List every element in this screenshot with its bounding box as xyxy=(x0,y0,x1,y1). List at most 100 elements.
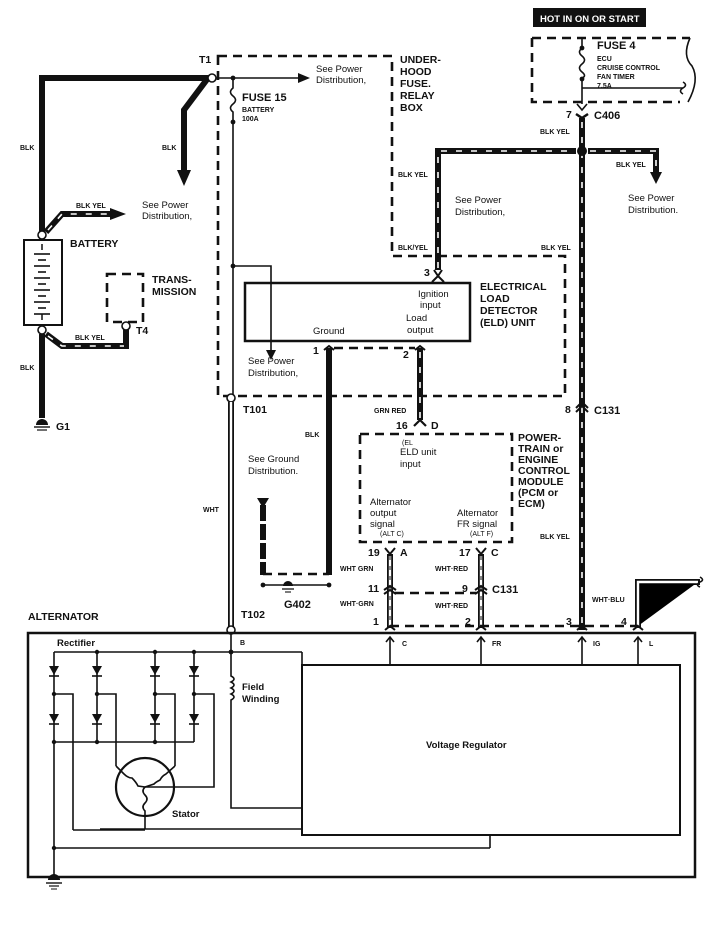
svg-text:Distribution,: Distribution, xyxy=(455,207,505,218)
svg-text:See Ground: See Ground xyxy=(248,454,299,465)
svg-text:BLK YEL: BLK YEL xyxy=(76,203,107,210)
svg-text:BLK YEL: BLK YEL xyxy=(616,162,647,169)
svg-text:Ignition: Ignition xyxy=(418,289,449,300)
svg-text:(ALT F): (ALT F) xyxy=(470,531,493,538)
svg-text:CONTROL: CONTROL xyxy=(518,465,570,477)
svg-text:WHT GRN: WHT GRN xyxy=(340,566,373,573)
svg-text:ECU: ECU xyxy=(597,56,612,63)
svg-text:MODULE: MODULE xyxy=(518,476,564,488)
fuse4-label: FUSE 4 xyxy=(597,40,636,52)
svg-text:8: 8 xyxy=(565,404,571,416)
svg-text:ECM): ECM) xyxy=(518,498,545,510)
svg-text:Distribution,: Distribution, xyxy=(316,75,366,86)
svg-text:C131: C131 xyxy=(594,405,620,417)
arrow-right-icon xyxy=(298,73,310,83)
wire-blk-yel-left-branch[interactable] xyxy=(435,148,576,270)
svg-text:4: 4 xyxy=(621,616,627,628)
svg-text:FAN TIMER: FAN TIMER xyxy=(597,74,635,81)
svg-text:WHT·BLU: WHT·BLU xyxy=(592,597,625,604)
svg-text:(ALT C): (ALT C) xyxy=(380,531,404,538)
svg-text:WHT·RED: WHT·RED xyxy=(435,603,468,610)
wire-blk-yel-battery[interactable] xyxy=(43,211,112,234)
svg-text:C406: C406 xyxy=(594,110,620,122)
battery-label: BATTERY xyxy=(70,238,118,250)
svg-text:Distribution,: Distribution, xyxy=(142,211,192,222)
svg-text:Alternator: Alternator xyxy=(370,497,411,508)
svg-text:Stator: Stator xyxy=(172,809,200,820)
svg-text:See Power: See Power xyxy=(628,193,674,204)
diode-icons xyxy=(49,649,234,851)
svg-text:Load: Load xyxy=(406,313,427,324)
svg-text:3: 3 xyxy=(424,267,430,279)
svg-text:POWER-: POWER- xyxy=(518,432,562,444)
svg-text:DETECTOR: DETECTOR xyxy=(480,305,538,317)
svg-text:3: 3 xyxy=(566,616,572,628)
svg-text:C: C xyxy=(402,641,407,648)
svg-text:G1: G1 xyxy=(56,421,70,433)
svg-text:GRN RED: GRN RED xyxy=(374,408,406,415)
svg-text:CRUISE CONTROL: CRUISE CONTROL xyxy=(597,65,661,72)
alternator-box[interactable] xyxy=(26,631,697,879)
svg-text:ENGINE: ENGINE xyxy=(518,454,558,466)
terminal-t1 xyxy=(207,73,217,83)
svg-text:9: 9 xyxy=(462,583,468,595)
svg-text:G402: G402 xyxy=(284,599,311,611)
eld-pin3-connector xyxy=(431,269,445,283)
svg-text:T1: T1 xyxy=(199,54,211,66)
svg-text:BLK: BLK xyxy=(162,145,176,152)
svg-text:7.5A: 7.5A xyxy=(597,83,612,90)
svg-text:TRAIN or: TRAIN or xyxy=(518,443,564,455)
arrow-down-icon xyxy=(650,172,662,184)
svg-text:RELAY: RELAY xyxy=(400,90,435,102)
fuse4-box-break xyxy=(685,37,696,103)
svg-text:LOAD: LOAD xyxy=(480,293,510,305)
svg-text:BLK YEL: BLK YEL xyxy=(398,172,429,179)
field-winding-symbol xyxy=(229,652,302,809)
ground-icon xyxy=(282,581,294,593)
hot-banner-text: HOT IN ON OR START xyxy=(540,14,640,25)
svg-text:Distribution,: Distribution, xyxy=(248,368,298,379)
eld-unit-box[interactable] xyxy=(243,281,472,343)
svg-text:L: L xyxy=(649,641,654,648)
svg-text:T102: T102 xyxy=(241,609,265,621)
fuse4-box xyxy=(530,36,690,104)
svg-text:2: 2 xyxy=(465,616,471,628)
terminal-t4 xyxy=(121,321,131,331)
svg-text:FUSE.: FUSE. xyxy=(400,78,431,90)
svg-text:WHT: WHT xyxy=(203,507,220,514)
svg-text:TRANS-: TRANS- xyxy=(152,274,192,286)
svg-text:UNDER-: UNDER- xyxy=(400,54,441,66)
svg-text:Distribution.: Distribution. xyxy=(248,466,298,477)
voltage-regulator-label: Voltage Regulator xyxy=(426,740,507,751)
fuse4-symbol xyxy=(578,47,586,79)
underhood-fuse-box xyxy=(216,54,567,398)
rectifier-label: Rectifier xyxy=(57,638,95,649)
svg-text:BLK YEL: BLK YEL xyxy=(540,129,571,136)
svg-text:input: input xyxy=(400,459,421,470)
c406-connector xyxy=(576,103,588,112)
svg-text:C131: C131 xyxy=(492,584,518,596)
svg-text:See Power: See Power xyxy=(142,200,188,211)
svg-text:D: D xyxy=(431,420,439,432)
svg-text:BLK: BLK xyxy=(305,432,319,439)
svg-text:FR signal: FR signal xyxy=(457,519,497,530)
arrow-right-icon xyxy=(110,208,126,220)
svg-text:T101: T101 xyxy=(243,404,267,416)
svg-text:BLK YEL: BLK YEL xyxy=(75,335,106,342)
svg-text:Distribution.: Distribution. xyxy=(628,205,678,216)
arrow-down-icon xyxy=(266,350,276,360)
svg-text:Winding: Winding xyxy=(242,694,280,705)
svg-text:T4: T4 xyxy=(136,325,148,337)
svg-text:17: 17 xyxy=(459,547,471,559)
svg-text:16: 16 xyxy=(396,420,408,432)
svg-text:BATTERY: BATTERY xyxy=(242,107,275,114)
svg-text:HOOD: HOOD xyxy=(400,66,432,78)
svg-text:(ELD) UNIT: (ELD) UNIT xyxy=(480,317,536,329)
svg-text:IG: IG xyxy=(593,641,601,648)
voltage-regulator-box[interactable] xyxy=(301,664,681,836)
pcm-box[interactable] xyxy=(358,432,514,544)
svg-text:Ground: Ground xyxy=(313,326,345,337)
svg-text:11: 11 xyxy=(368,583,379,595)
splice-point xyxy=(577,146,587,156)
